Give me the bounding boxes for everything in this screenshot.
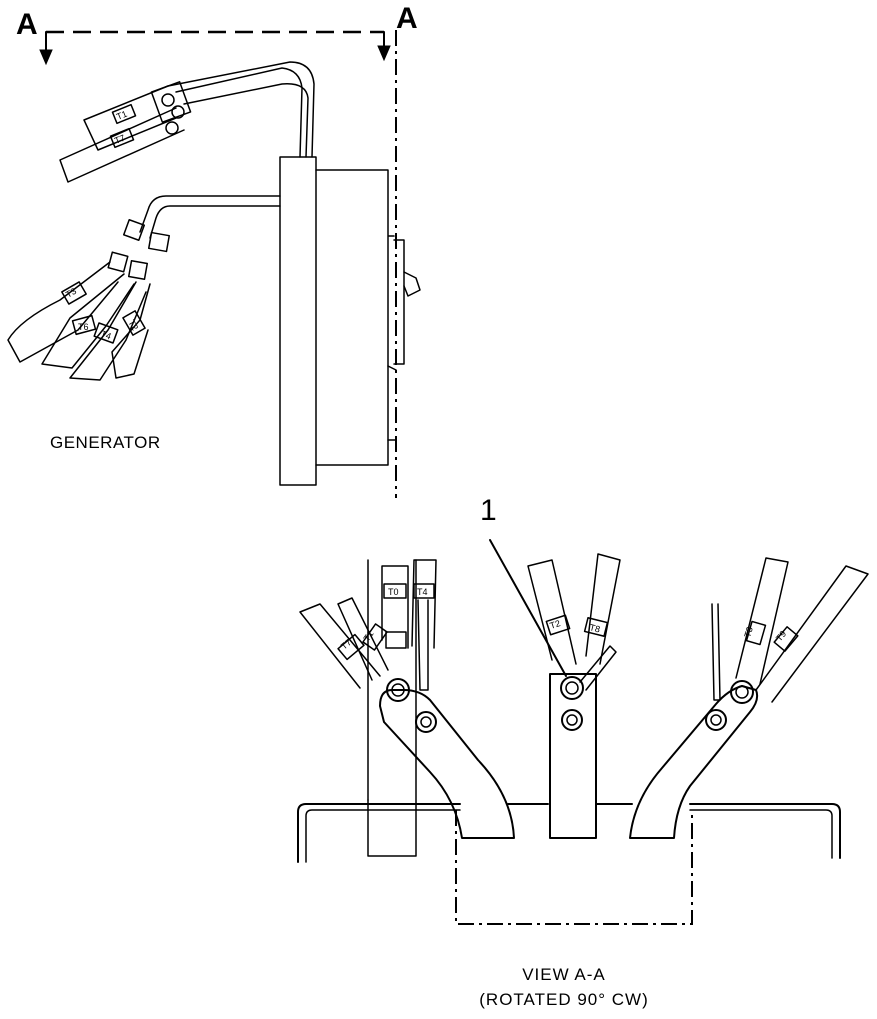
tag-view-center-1: T2: [549, 618, 562, 631]
tag-view-center-2: T8: [589, 622, 602, 634]
lead-tags: T1 T7 T3 T6 T4 T2 T7 T1 T0 T4 T2 T8 T3 T…: [64, 109, 788, 652]
tag-lower-3: T4: [99, 328, 112, 341]
section-marker-right: A: [396, 2, 418, 35]
tag-view-right-1: T3: [742, 626, 755, 639]
tag-view-left-1: T7: [339, 637, 353, 651]
view-caption-line1: VIEW A-A: [522, 965, 606, 984]
tag-lower-2: T6: [78, 322, 89, 332]
view-caption-line2: (ROTATED 90° CW): [479, 990, 649, 1009]
tag-view-left-3: T0: [388, 587, 399, 597]
section-marker-left: A: [16, 8, 38, 41]
tag-top-2: T7: [113, 133, 126, 146]
tag-view-left-4: T4: [417, 587, 428, 597]
mounting-plate-side-view: [279, 30, 421, 498]
tag-top-1: T1: [115, 109, 128, 122]
upper-lead-bundle: [59, 61, 315, 183]
view-a-a-assembly: [297, 539, 869, 925]
callout-number: 1: [480, 494, 497, 527]
tag-view-left-2: T1: [361, 629, 375, 643]
tag-lower-1: T3: [64, 286, 78, 300]
generator-label: GENERATOR: [50, 433, 161, 452]
lower-lead-bundle: [7, 195, 281, 381]
tag-lower-4: T2: [126, 318, 140, 332]
section-line-a-a: [39, 30, 391, 66]
